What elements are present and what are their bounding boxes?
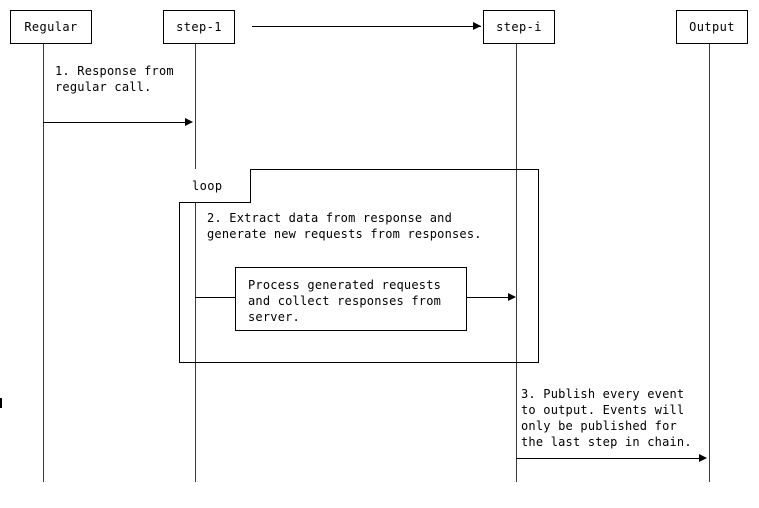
participant-box-step-i[interactable]: step-i — [483, 10, 555, 44]
participant-box-output[interactable]: Output — [676, 10, 748, 44]
loop-body-text: 2. Extract data from response and genera… — [207, 211, 482, 241]
arrowhead-continuation — [473, 22, 481, 30]
process-note-box: Process generated requests and collect r… — [235, 267, 467, 331]
participant-label-step-1: step-1 — [176, 20, 222, 34]
loop-fragment-operator: loop — [179, 169, 251, 203]
message-line-3 — [516, 458, 701, 459]
participant-label-regular: Regular — [24, 20, 78, 34]
lifeline-regular — [43, 44, 44, 482]
loop-operator-label: loop — [192, 178, 223, 193]
message-label-1: 1. Response from regular call. — [55, 64, 174, 94]
lifeline-step-i — [516, 44, 517, 482]
participant-box-regular[interactable]: Regular — [10, 10, 92, 44]
arrowhead-message-3 — [699, 454, 707, 462]
participant-box-step-1[interactable]: step-1 — [163, 10, 235, 44]
lifeline-output — [709, 44, 710, 482]
loop-fragment — [179, 169, 539, 363]
message-label-3: 3. Publish every event to output. Events… — [521, 387, 692, 449]
participant-label-step-i: step-i — [496, 20, 542, 34]
arrowhead-message-1 — [185, 118, 193, 126]
participant-label-output: Output — [689, 20, 735, 34]
left-edge-tick — [0, 398, 2, 408]
message-line-continuation — [252, 26, 481, 27]
message-line-1 — [43, 122, 191, 123]
lifeline-step-1 — [195, 44, 196, 482]
arrowhead-message-2 — [508, 293, 516, 301]
